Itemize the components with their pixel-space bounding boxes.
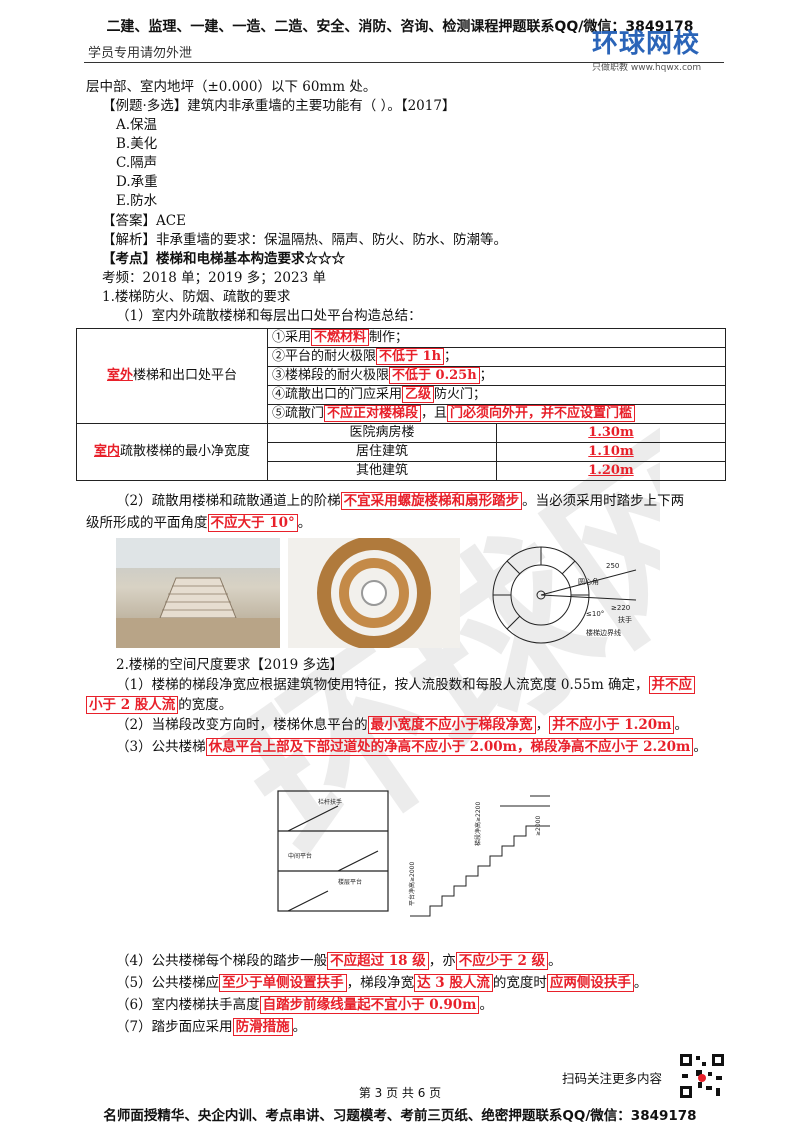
paragraph: 级所形成的平面角度不应大于 10°。 <box>86 514 312 532</box>
stair-headroom-figure: 梯段净高≥2200 ≥2000 平台净高≥2000 <box>408 795 550 917</box>
table-cell: 1.20m <box>496 461 726 481</box>
paragraph: （2）疏散用楼梯和疏散通道上的阶梯不宜采用螺旋楼梯和扇形踏步。当必须采用时踏步上… <box>116 492 685 510</box>
option-a: A.保温 <box>116 117 158 133</box>
table-row: ④疏散出口的门应采用乙级防火门； <box>267 385 726 405</box>
table-cell: 1.30m <box>496 423 726 443</box>
question-stem: 【例题·多选】建筑内非承重墙的主要功能有（ ）。【2017】 <box>102 98 456 114</box>
svg-text:≥2000: ≥2000 <box>535 816 542 836</box>
top-banner: 二建、监理、一建、一造、二造、安全、消防、咨询、检测课程押题联系QQ/微信：38… <box>106 19 694 35</box>
page-number: 第 3 页 共 6 页 <box>358 1086 442 1100</box>
paragraph: 小于 2 股人流的宽度。 <box>86 696 232 714</box>
section-heading: 1.楼梯防火、防烟、疏散的要求 <box>102 289 291 305</box>
subsection: （1）室内外疏散楼梯和每层出口处平台构造总结： <box>116 308 422 324</box>
text-line: 层中部、室内地坪（±0.000）以下 60mm 处。 <box>86 79 377 95</box>
paragraph: （4）公共楼梯每个梯段的踏步一般不应超过 18 级，亦不应少于 2 级。 <box>116 952 562 970</box>
option-e: E.防水 <box>116 193 158 209</box>
stair-section-figure: 栏杆扶手 中间平台 楼层平台 <box>277 790 389 912</box>
head-red: 室外 <box>106 368 133 383</box>
svg-text:圆心角: 圆心角 <box>578 577 599 586</box>
paragraph: （1）楼梯的梯段净宽应根据建筑物使用特征，按人流股数和每股人流宽度 0.55m … <box>116 676 696 694</box>
svg-text:250: 250 <box>606 562 619 570</box>
stair-table: 室外楼梯和出口处平台 ①采用不燃材料制作； ②平台的耐火极限不低于 1h； ③楼… <box>76 328 726 481</box>
svg-text:中间平台: 中间平台 <box>288 852 312 860</box>
table-cell: 1.10m <box>496 442 726 462</box>
svg-text:平台净高≥2000: 平台净高≥2000 <box>408 862 416 906</box>
svg-text:楼层平台: 楼层平台 <box>338 878 362 886</box>
analysis: 【解析】非承重墙的要求：保温隔热、隔声、防火、防水、防潮等。 <box>102 232 507 248</box>
header-rule <box>84 62 724 63</box>
table-cell: 居住建筑 <box>267 442 497 462</box>
svg-text:楼梯边界线: 楼梯边界线 <box>586 628 621 637</box>
option-d: D.承重 <box>116 174 158 190</box>
spiral-stair-photo <box>288 536 460 650</box>
logo-main: 环球网校 <box>592 29 701 59</box>
spiral-stair-diagram: 250 圆心角 ≥220 ≤10° 扶手 楼梯边界线 <box>492 546 637 644</box>
paragraph: （5）公共楼梯应至少于单侧设置扶手，梯段净宽达 3 股人流的宽度时应两侧设扶手。 <box>116 974 648 992</box>
kaodian-heading: 【考点】楼梯和电梯基本构造要求☆☆☆ <box>102 251 345 267</box>
table-cell: 医院病房楼 <box>267 423 497 443</box>
bottom-banner: 名师面授精华、央企内训、考点串讲、习题模考、考前三页纸、绝密押题联系QQ/微信：… <box>103 1108 697 1124</box>
option-b: B.美化 <box>116 136 158 152</box>
head-rest: 楼梯和出口处平台 <box>133 368 238 383</box>
left-note: 学员专用请勿外泄 <box>88 46 193 61</box>
paragraph: （7）踏步面应采用防滑措施。 <box>116 1018 307 1036</box>
paragraph: （2）当梯段改变方向时，楼梯休息平台的最小宽度不应小于梯段净宽，并不应小于 1.… <box>116 716 688 734</box>
paragraph: （6）室内楼梯扶手高度自踏步前缘线量起不宜小于 0.90m。 <box>116 996 493 1014</box>
logo-sub: 只做职教 www.hqwx.com <box>592 63 702 73</box>
table-row: ②平台的耐火极限不低于 1h； <box>267 347 726 367</box>
svg-text:扶手: 扶手 <box>618 615 632 624</box>
svg-text:梯段净高≥2200: 梯段净高≥2200 <box>474 802 482 846</box>
table-head-outdoor: 室外楼梯和出口处平台 <box>76 328 268 424</box>
table-head-indoor: 室内疏散楼梯的最小净宽度 <box>76 423 268 481</box>
scan-note: 扫码关注更多内容 <box>562 1071 663 1086</box>
table-row: ③楼梯段的耐火极限不低于 0.25h； <box>267 366 726 386</box>
svg-text:≤10°: ≤10° <box>586 610 604 618</box>
table-cell: 其他建筑 <box>267 461 497 481</box>
svg-text:栏杆扶手: 栏杆扶手 <box>318 798 342 806</box>
table-row: ①采用不燃材料制作； <box>267 328 726 348</box>
staircase-photo <box>116 538 280 648</box>
frequency: 考频：2018 单；2019 多；2023 单 <box>102 270 326 286</box>
paragraph: （3）公共楼梯休息平台上部及下部过道处的净高不应小于 2.00m，梯段净高不应小… <box>116 738 707 756</box>
answer: 【答案】ACE <box>102 213 186 229</box>
option-c: C.隔声 <box>116 155 158 171</box>
logo: 环球网校 只做职教 www.hqwx.com <box>592 30 722 73</box>
svg-text:≥220: ≥220 <box>611 604 630 612</box>
qr-code-icon[interactable] <box>678 1052 726 1100</box>
table-row: ⑤疏散门不应正对楼梯段，且门必须向外开，并不应设置门槛 <box>267 404 726 424</box>
section-heading: 2.楼梯的空间尺度要求【2019 多选】 <box>116 657 344 673</box>
